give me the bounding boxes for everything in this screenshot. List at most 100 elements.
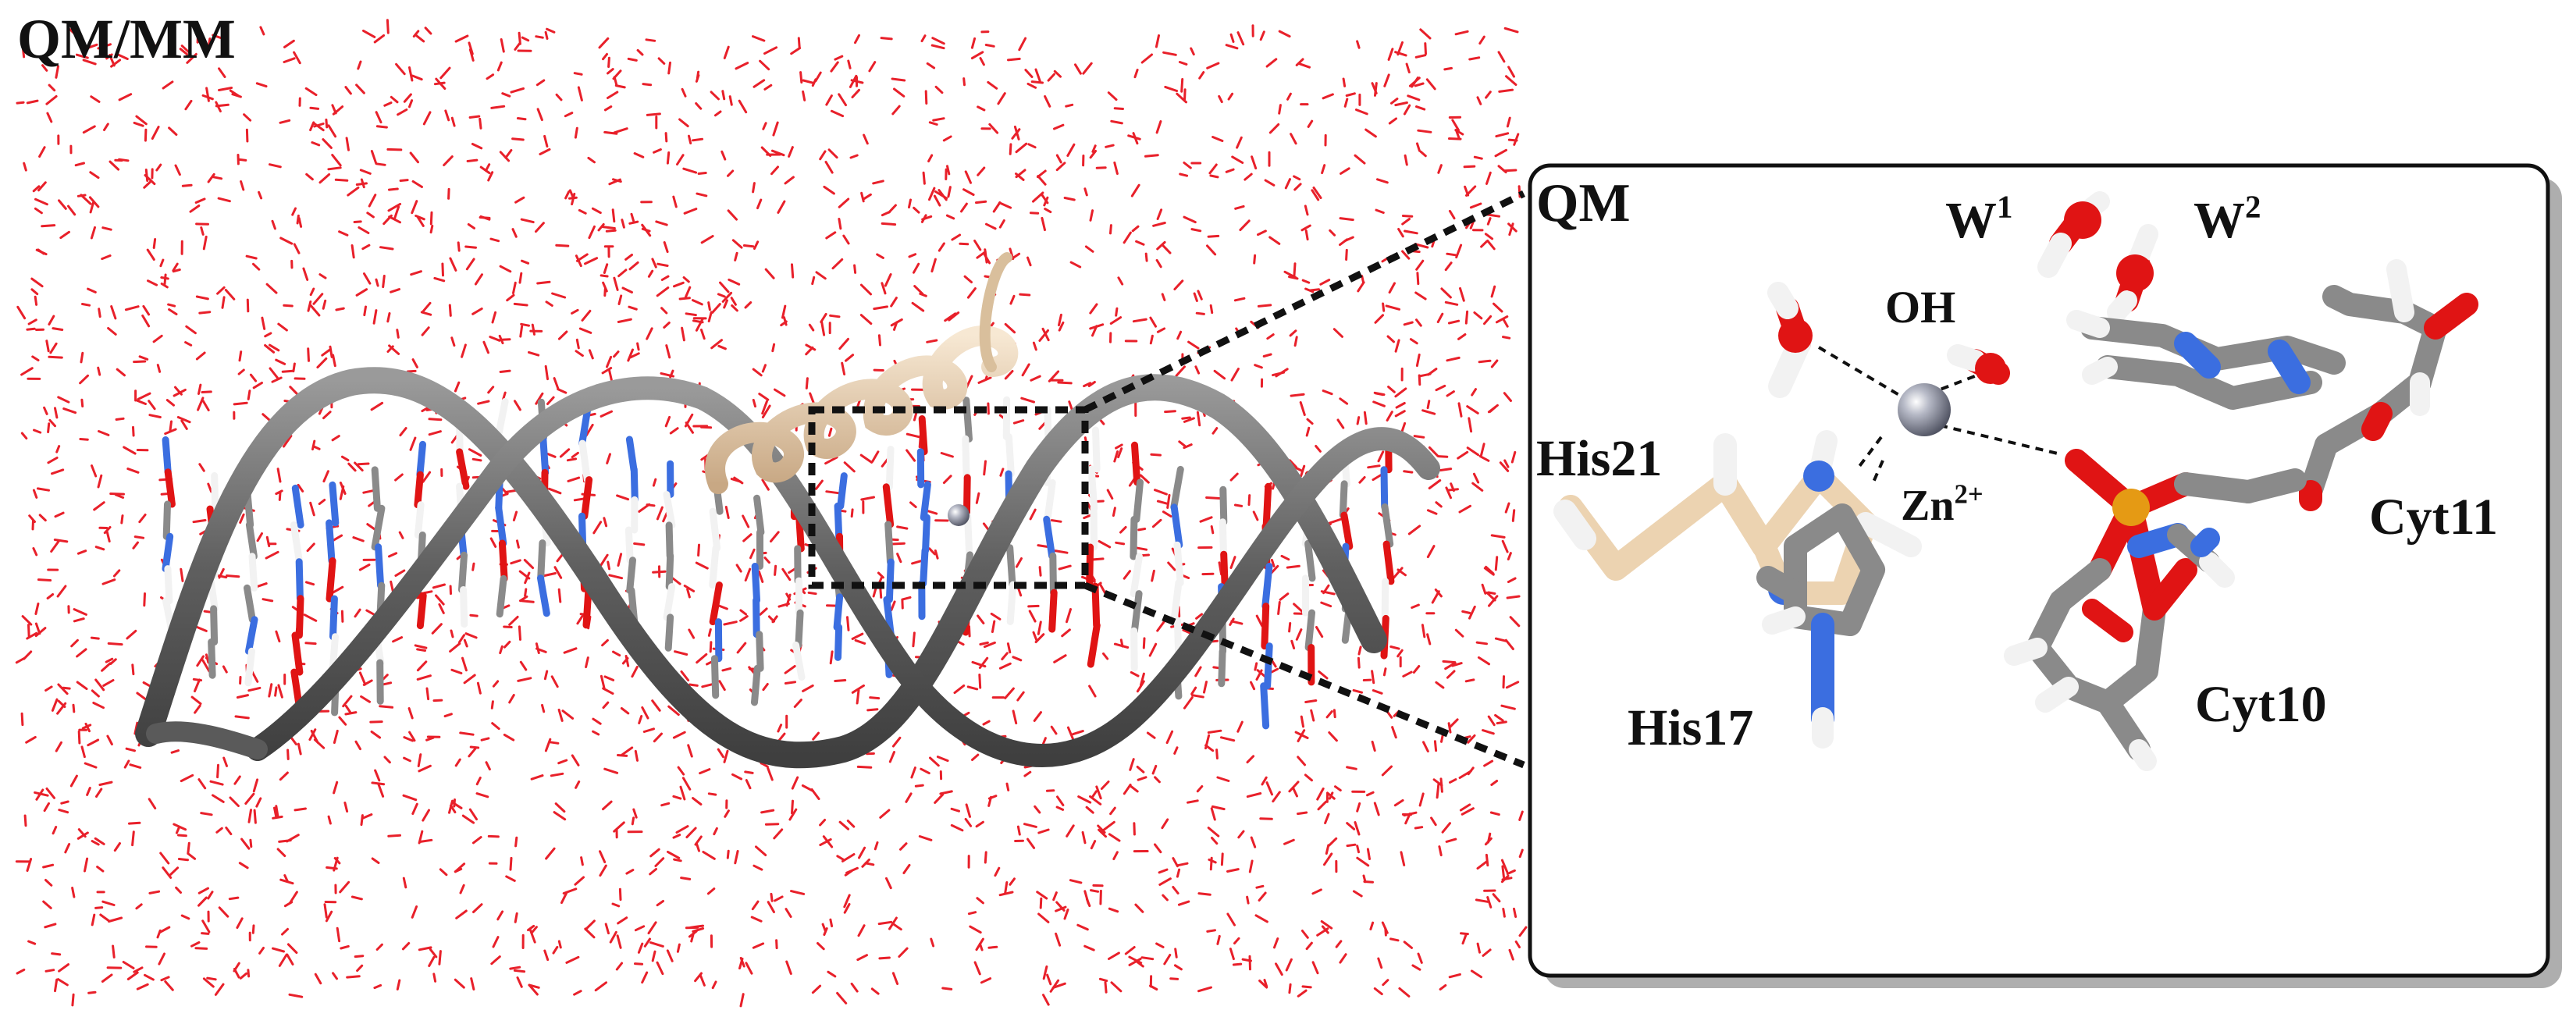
water-dash [49, 342, 58, 354]
overall-title: QM/MM [17, 8, 236, 70]
water-dash [190, 941, 201, 948]
water-dash [1250, 681, 1256, 691]
water-dash [1371, 670, 1375, 685]
water-dash [51, 952, 62, 956]
water-dash [585, 423, 594, 437]
water-dash [1273, 937, 1279, 949]
water-dash [1043, 196, 1049, 207]
water-dash [624, 655, 630, 667]
water-dash [1004, 881, 1009, 894]
base-pair-segment [792, 641, 806, 681]
water-dash [870, 987, 880, 995]
water-dash [184, 99, 193, 111]
water-dash [1061, 628, 1071, 638]
water-dash [1438, 845, 1443, 857]
water-dash [523, 559, 535, 570]
base-pair-segment [1339, 480, 1348, 519]
water-dash [439, 868, 448, 877]
water-dash [1230, 620, 1244, 625]
water-dash [686, 588, 691, 599]
water-dash [187, 841, 190, 855]
water-dash [1482, 729, 1495, 735]
water-dash [738, 958, 744, 969]
water-dash [988, 123, 999, 134]
water-dash [836, 855, 845, 861]
water-dash [628, 220, 639, 225]
water-dash [777, 724, 783, 733]
water-dash [194, 197, 206, 204]
water-dash [621, 656, 629, 665]
water-dash [573, 497, 586, 502]
water-dash [849, 74, 858, 88]
water-dash [1290, 639, 1296, 649]
water-dash [604, 923, 610, 935]
water-dash [531, 926, 538, 934]
water-dash [1451, 662, 1463, 667]
water-dash [373, 983, 382, 990]
water-dash [181, 183, 193, 187]
water-dash [990, 612, 1002, 621]
water-dash [510, 559, 521, 565]
water-dash [1065, 103, 1074, 108]
water-dash [1034, 805, 1041, 814]
water-dash [921, 215, 933, 221]
water-dash [44, 879, 53, 887]
base-pair-segment [920, 546, 929, 587]
water-dash [1203, 681, 1208, 694]
water-dash [1055, 154, 1062, 164]
water-dash [468, 808, 478, 821]
water-dash [561, 709, 575, 720]
water-dash [388, 344, 400, 355]
water-dash [38, 514, 47, 522]
water-dash [1032, 631, 1038, 642]
water-dash [543, 949, 550, 962]
water-dash [50, 539, 60, 553]
water-dash [352, 536, 365, 542]
water-dash [1262, 353, 1272, 357]
water-dash [396, 329, 400, 339]
water-dash [504, 489, 517, 493]
water-dash [159, 852, 170, 865]
water-dash [598, 37, 610, 49]
water-dash [1288, 459, 1297, 468]
water-dash [1264, 179, 1276, 187]
water-dash [1166, 493, 1171, 509]
water-dash [761, 364, 767, 373]
water-dash [1293, 336, 1298, 347]
water-dash [1133, 822, 1136, 836]
water-dash [197, 896, 208, 907]
water-dash [975, 200, 987, 204]
water-dash [811, 984, 822, 994]
water-dash [896, 525, 909, 530]
water-dash [1317, 800, 1328, 811]
base-pair-segment [1005, 433, 1015, 478]
water-dash [215, 101, 222, 112]
water-dash [279, 236, 294, 245]
water-dash [296, 214, 300, 225]
water-dash [730, 297, 737, 306]
water-dash [172, 262, 179, 272]
water-dash [1173, 746, 1179, 755]
water-dash [1041, 327, 1050, 342]
water-dash [221, 296, 226, 309]
water-dash [1187, 799, 1199, 804]
water-dash [843, 903, 851, 914]
water-dash [763, 84, 773, 91]
water-dash [286, 749, 290, 760]
hydroxide-ion [1947, 344, 2010, 385]
water-dash [862, 193, 872, 201]
water-dash [1470, 969, 1482, 979]
base-pair-segment [1380, 466, 1389, 510]
water-dash [785, 960, 792, 975]
water-dash [528, 350, 540, 357]
water-dash [688, 628, 696, 639]
water-dash [34, 603, 40, 615]
water-dash [1095, 785, 1102, 800]
water-dash [194, 704, 201, 714]
water-dash [173, 823, 187, 831]
water-dash [406, 369, 417, 373]
water-dash [928, 547, 936, 556]
water-dash [819, 838, 832, 847]
base-pair-segment [625, 436, 638, 474]
water-dash [398, 531, 404, 539]
